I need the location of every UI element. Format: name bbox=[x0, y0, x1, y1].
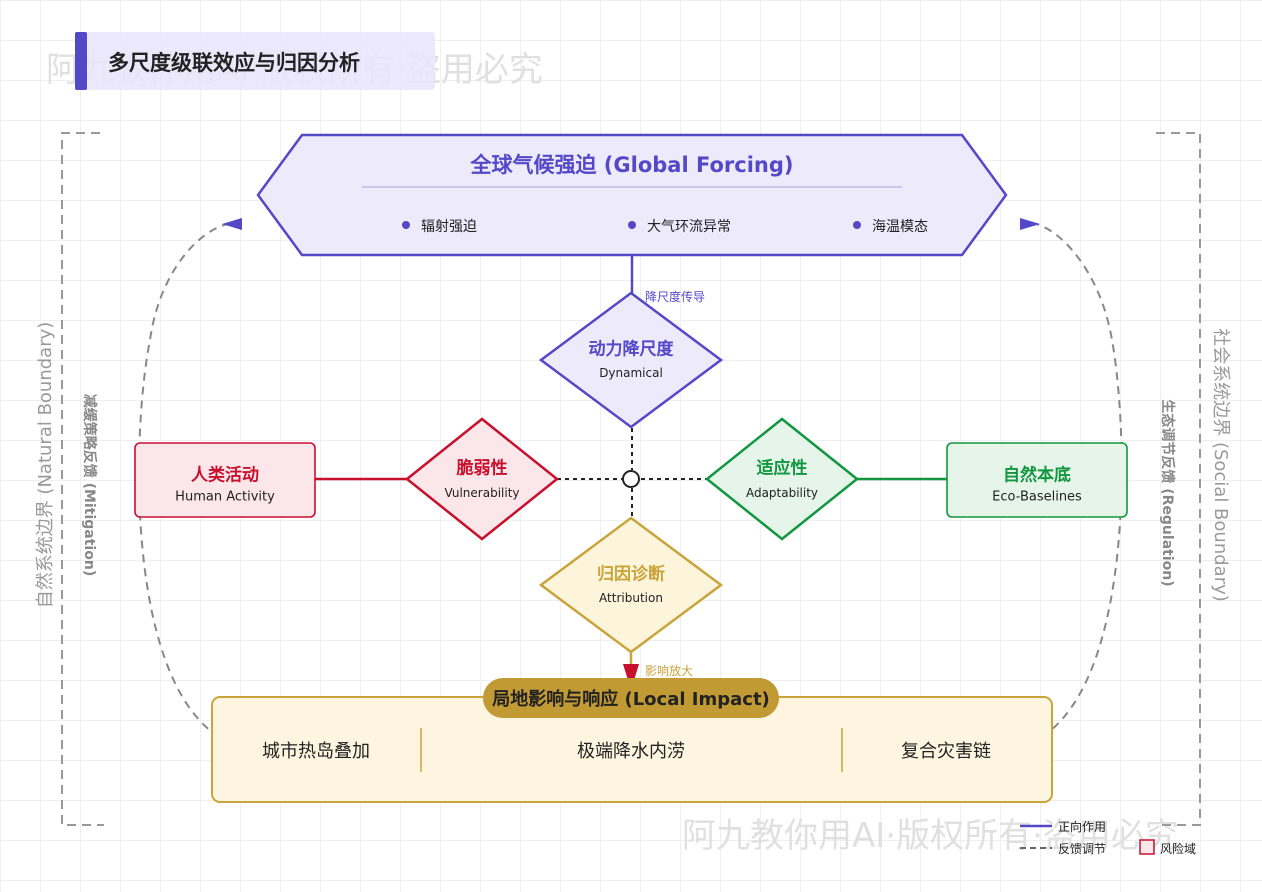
dynamical-title: 动力降尺度 bbox=[588, 339, 674, 360]
attribution-node bbox=[538, 516, 724, 654]
natural-boundary-label: 自然系统边界 (Natural Boundary) bbox=[35, 321, 56, 609]
legend-forward-label: 正向作用 bbox=[1058, 820, 1107, 834]
legend-risk-swatch bbox=[1139, 839, 1155, 855]
legend-feedback-label: 反馈调节 bbox=[1058, 842, 1107, 856]
vulnerability-title: 脆弱性 bbox=[456, 458, 508, 479]
eco-baselines-subtitle: Eco-Baselines bbox=[992, 489, 1082, 505]
mitigation-label: 减缓策略反馈 (Mitigation) bbox=[81, 393, 97, 577]
local-impact-title: 局地影响与响应 (Local Impact) bbox=[492, 689, 770, 710]
mitigation-feedback-curve bbox=[138, 223, 246, 749]
center-junction bbox=[622, 470, 640, 488]
header-accent bbox=[75, 32, 87, 90]
adaptability-node bbox=[704, 417, 860, 541]
social-boundary-bracket bbox=[1156, 132, 1201, 826]
human-activity-title: 人类活动 bbox=[191, 465, 259, 486]
dynamical-node bbox=[538, 291, 724, 429]
regulation-arrow-icon bbox=[1020, 218, 1040, 230]
downscale-label: 降尺度传导 bbox=[645, 290, 706, 304]
regulation-label: 生态调节反馈 (Regulation) bbox=[1159, 399, 1175, 587]
global-forcing-item: 辐射强迫 bbox=[421, 219, 477, 235]
human-activity-subtitle: Human Activity bbox=[175, 489, 275, 505]
mitigation-arrow-icon bbox=[222, 218, 242, 230]
local-impact-item: 城市热岛叠加 bbox=[262, 741, 370, 762]
global-forcing-box bbox=[256, 133, 1008, 257]
vulnerability-node bbox=[404, 417, 560, 541]
global-forcing-title: 全球气候强迫 (Global Forcing) bbox=[470, 153, 794, 177]
adaptability-title: 适应性 bbox=[756, 458, 808, 479]
page-title: 多尺度级联效应与归因分析 bbox=[108, 51, 360, 75]
global-forcing-item: 海温模态 bbox=[872, 219, 928, 235]
dynamical-subtitle: Dynamical bbox=[599, 366, 663, 380]
local-impact-title-pill bbox=[483, 678, 779, 718]
local-impact-item: 极端降水内涝 bbox=[577, 741, 685, 762]
global-forcing-item: 大气环流异常 bbox=[647, 219, 731, 235]
adaptability-subtitle: Adaptability bbox=[745, 486, 819, 500]
regulation-feedback-curve bbox=[1015, 223, 1123, 749]
legend-risk-label: 风险域 bbox=[1160, 842, 1197, 856]
attribution-title: 归因诊断 bbox=[597, 564, 665, 585]
amplify-label: 影响放大 bbox=[645, 664, 694, 678]
eco-baselines-title: 自然本底 bbox=[1003, 465, 1071, 486]
watermark-bottom: 阿九教你用AI·版权所有·盗用必究 bbox=[682, 816, 1179, 856]
attribution-subtitle: Attribution bbox=[599, 591, 663, 605]
social-boundary-label: 社会系统边界 (Social Boundary) bbox=[1210, 328, 1231, 602]
amplify-arrow-icon bbox=[623, 664, 639, 690]
natural-boundary-bracket bbox=[61, 132, 104, 826]
header-bar bbox=[75, 32, 435, 90]
local-impact-item: 复合灾害链 bbox=[901, 741, 991, 762]
vulnerability-subtitle: Vulnerability bbox=[444, 486, 520, 500]
